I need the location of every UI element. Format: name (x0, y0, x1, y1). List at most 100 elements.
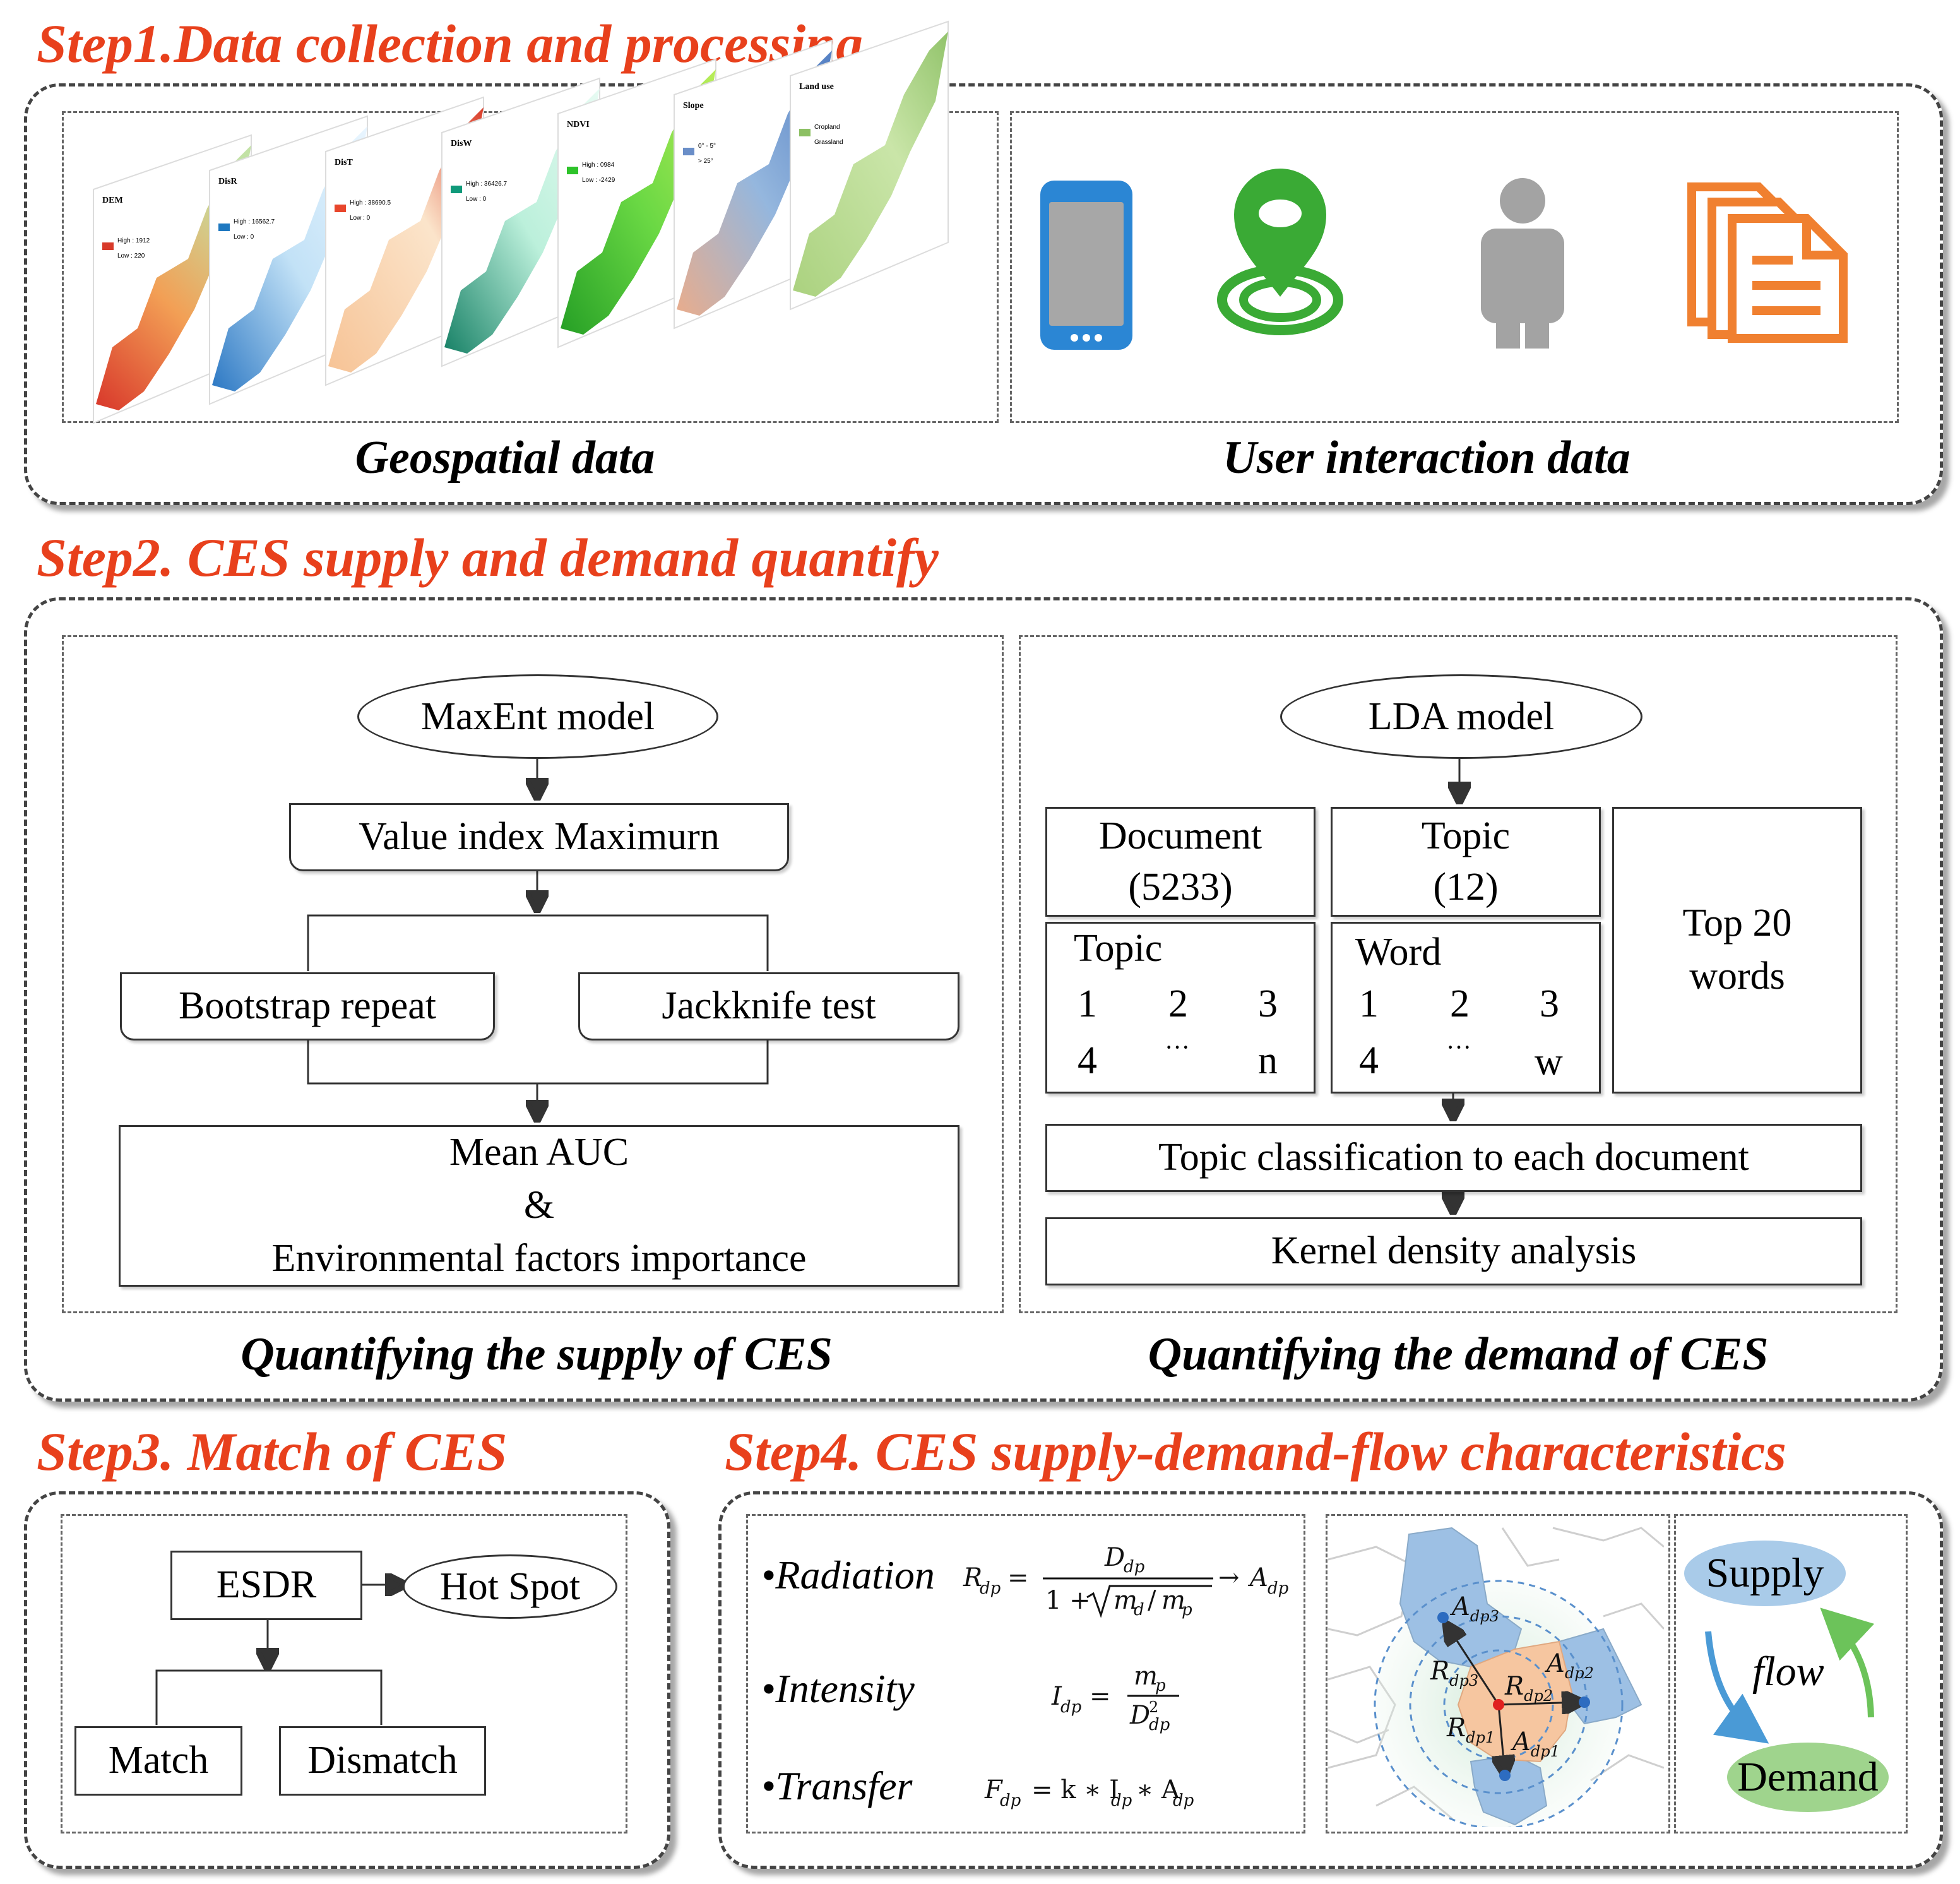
map-legend-high: High : 38690.5 (350, 200, 391, 206)
lda-model-node: LDA model (1280, 674, 1642, 759)
top-words-label-2: words (1689, 955, 1785, 998)
word-matrix-cell: 4 (1359, 1039, 1379, 1082)
svg-text:I: I (1051, 1682, 1062, 1711)
legend-swatch (218, 224, 230, 231)
supply-center-point (1493, 1699, 1504, 1710)
svg-text:m: m (1114, 1586, 1137, 1615)
top-words-box: Top 20 words (1612, 807, 1862, 1094)
svg-text:dp: dp (980, 1579, 1001, 1598)
flow-arrows (1447, 1625, 1581, 1774)
svg-text:=: = (1007, 1563, 1029, 1592)
svg-text:dp: dp (1173, 1791, 1194, 1810)
legend-swatch (102, 242, 114, 250)
word-matrix-box: Word 1 2 3 4 ··· w (1331, 922, 1601, 1094)
hot-spot-node: Hot Spot (403, 1554, 617, 1619)
supply-caption: Quantifying the supply of CES (241, 1328, 833, 1380)
legend-swatch (799, 129, 811, 136)
svg-text:1 +: 1 + (1045, 1586, 1091, 1615)
topic-matrix-cell: 4 (1078, 1039, 1097, 1082)
supply-to-demand-arrow (1705, 1631, 1769, 1744)
map-legend-high: High : 36426.7 (466, 181, 508, 188)
word-matrix-label: Word (1355, 931, 1442, 974)
documents-icon (1687, 182, 1848, 343)
svg-text:dp: dp (1111, 1791, 1132, 1810)
esdr-box: ESDR (170, 1551, 362, 1620)
flow-label: flow (1752, 1648, 1824, 1695)
step2-title: Step2. CES supply and demand quantify (37, 527, 939, 588)
map-legend-low: Low : 0 (234, 234, 254, 241)
topic-matrix-cell: 2 (1168, 982, 1188, 1025)
formula-box (746, 1514, 1305, 1833)
topic-matrix-label: Topic (1074, 927, 1163, 970)
legend-swatch (567, 167, 578, 174)
topic-matrix-cell: n (1258, 1039, 1278, 1082)
radiation-label: •Radiation (761, 1553, 935, 1597)
topic-matrix-box: Topic 1 2 3 4 ··· n (1045, 922, 1316, 1094)
topic-matrix-cell: ··· (1165, 1033, 1190, 1061)
svg-text:/: / (1148, 1586, 1156, 1615)
supply-node: Supply (1684, 1541, 1846, 1606)
svg-text:Rdp3: Rdp3 (1430, 1657, 1478, 1690)
mean-auc-box: Mean AUC & Environmental factors importa… (119, 1125, 959, 1287)
intensity-label: •Intensity (761, 1666, 915, 1711)
svg-text:=: = (1090, 1682, 1111, 1711)
ampersand-label: & (523, 1184, 555, 1227)
supply-region (1457, 1640, 1573, 1763)
transfer-formula: Fdp = k ∗ Idp ∗ Adp (984, 1775, 1194, 1810)
topic-label: Topic (1421, 814, 1511, 858)
map-legend-high: Cropland (814, 124, 840, 131)
word-matrix-cell: 3 (1540, 982, 1559, 1025)
svg-text:m: m (1161, 1586, 1185, 1615)
svg-text:m: m (1134, 1662, 1158, 1691)
topic-matrix-cell: 1 (1078, 982, 1097, 1025)
transfer-label: •Transfer (761, 1763, 913, 1808)
word-matrix-cell: ··· (1446, 1033, 1471, 1061)
svg-text:p: p (1182, 1601, 1192, 1619)
environmental-factors-label: Environmental factors importance (271, 1236, 807, 1280)
top-words-label: Top 20 (1682, 902, 1792, 945)
bootstrap-repeat-box: Bootstrap repeat (120, 972, 495, 1040)
map-legend-high: High : 0984 (582, 162, 615, 169)
map-legend-high: High : 16562.7 (234, 218, 275, 225)
person-icon (1481, 178, 1564, 349)
svg-text:Adp1: Adp1 (1510, 1727, 1560, 1760)
document-count: (5233) (1128, 866, 1233, 909)
legend-swatch (683, 148, 694, 155)
map-legend-low: Grassland (814, 139, 843, 146)
svg-text:dp: dp (1149, 1715, 1170, 1734)
map-layer-title: DisW (451, 139, 472, 148)
map-layer-title: DEM (102, 196, 123, 205)
svg-text:dp: dp (1268, 1579, 1289, 1598)
map-legend-high: High : 1912 (117, 237, 150, 244)
step3-title: Step3. Match of CES (37, 1421, 508, 1482)
user-interaction-data-caption: User interaction data (1223, 432, 1630, 484)
svg-text:D: D (1129, 1701, 1150, 1730)
svg-text:Rdp1: Rdp1 (1446, 1714, 1495, 1746)
word-matrix-cell: w (1535, 1040, 1563, 1083)
map-legend-low: Low : 0 (350, 215, 371, 222)
svg-text:dp: dp (1000, 1791, 1021, 1810)
demand-to-supply-arrow (1820, 1607, 1875, 1718)
document-label: Document (1098, 814, 1262, 858)
maxent-model-node: MaxEnt model (357, 674, 718, 759)
map-layer-title: Slope (683, 101, 704, 110)
svg-text:dp: dp (1124, 1558, 1145, 1577)
location-pin-icon (1217, 169, 1343, 335)
demand-caption: Quantifying the demand of CES (1148, 1328, 1769, 1380)
map-layer-title: DisR (218, 177, 237, 186)
word-matrix-cell: 1 (1359, 982, 1379, 1025)
svg-text:Adp3: Adp3 (1449, 1592, 1499, 1625)
map-layer-title: NDVI (567, 120, 590, 129)
map-layer (790, 20, 949, 311)
svg-text:Rdp2: Rdp2 (1504, 1672, 1553, 1705)
dismatch-box: Dismatch (279, 1726, 486, 1796)
topic-count: (12) (1433, 866, 1499, 909)
